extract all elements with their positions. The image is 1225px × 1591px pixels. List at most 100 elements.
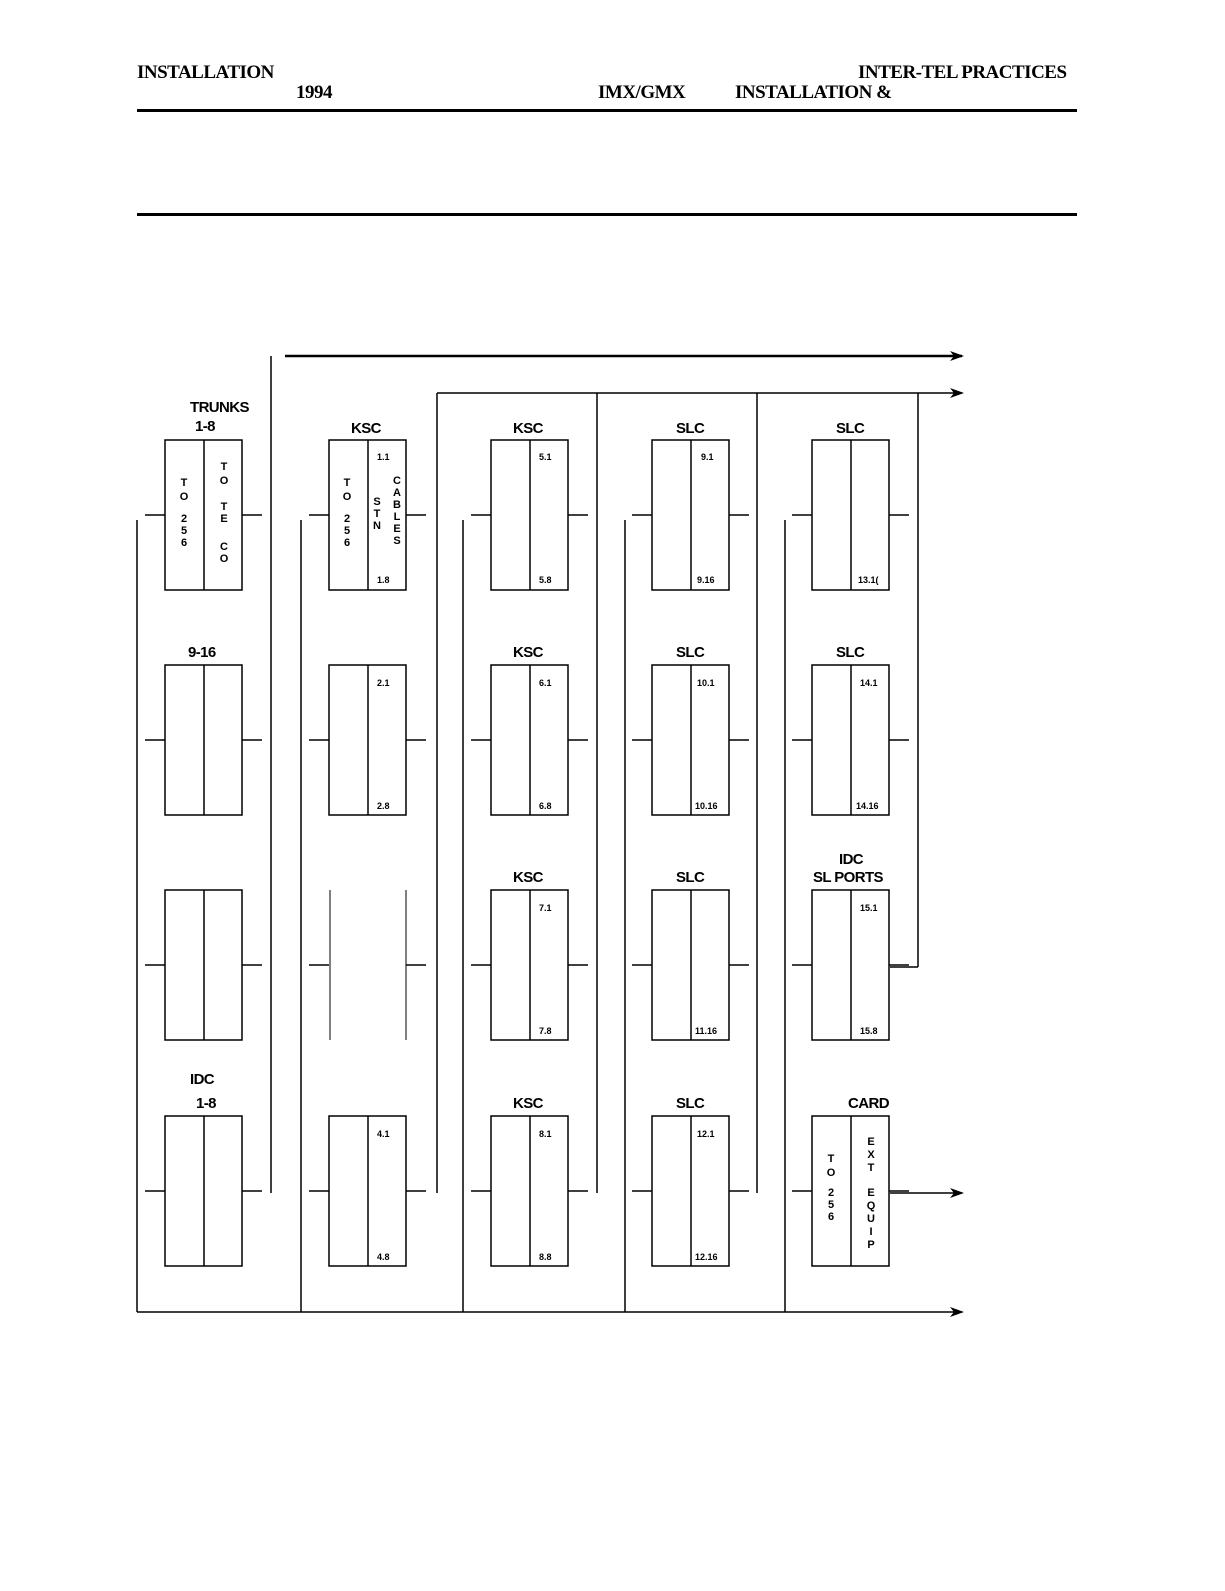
label-idc: IDC: [190, 1071, 215, 1088]
port-label: 11.16: [695, 1026, 717, 1036]
label-slc-d2: SLC: [836, 644, 865, 661]
to-telco-text: O: [220, 553, 229, 565]
label-ksc-b4: KSC: [513, 1095, 544, 1112]
port-label: 6.1: [539, 678, 552, 688]
to-256-text: 6: [828, 1211, 834, 1223]
slc-block: [792, 439, 909, 591]
ext-equip-text: X: [867, 1149, 875, 1161]
port-label: 2.8: [377, 801, 390, 811]
ext-equip-text: E: [867, 1136, 874, 1148]
slc-block: [792, 1115, 909, 1267]
label-slc-c4: SLC: [676, 1095, 705, 1112]
label-slc-c3: SLC: [676, 869, 705, 886]
label-idc-sl-bottom: SL PORTS: [813, 869, 884, 886]
port-label: 12.16: [695, 1252, 718, 1262]
slc-block: [632, 1115, 749, 1267]
label-card: CARD: [848, 1095, 890, 1112]
to-256-text: 6: [181, 537, 187, 549]
to-256-text: T: [828, 1153, 835, 1165]
trunk-block: [145, 889, 262, 1041]
port-label: 10.16: [695, 801, 718, 811]
port-label: 8.1: [539, 1129, 552, 1139]
header-left-top: INSTALLATION: [137, 62, 274, 83]
header-right-bottom: INSTALLATION &: [735, 82, 892, 103]
cables-text: L: [394, 511, 401, 523]
to-telco-text: T: [221, 501, 228, 513]
header-right-top: INTER-TEL PRACTICES: [858, 62, 1067, 83]
port-label: 14.16: [856, 801, 879, 811]
header-left-bottom: 1994: [296, 82, 333, 103]
to-256-text: 6: [344, 537, 350, 549]
label-slc-d1: SLC: [836, 420, 865, 437]
slc-block: [632, 889, 749, 1041]
to-256-text: T: [344, 477, 351, 489]
port-label: 12.1: [697, 1129, 715, 1139]
port-label: 7.1: [539, 903, 552, 913]
cables-text: C: [393, 475, 401, 487]
port-label: 6.8: [539, 801, 552, 811]
to-256-text: 5: [828, 1199, 834, 1211]
ext-equip-text: U: [867, 1213, 875, 1225]
port-label: 4.1: [377, 1129, 390, 1139]
to-256-text: 2: [181, 513, 187, 525]
ksc-block: [309, 889, 426, 1041]
port-label: 7.8: [539, 1026, 552, 1036]
stn-text: N: [373, 520, 381, 532]
port-label: 5.1: [539, 452, 552, 462]
label-ksc-a: KSC: [351, 420, 382, 437]
stn-text: T: [374, 508, 381, 520]
trunk-block: [145, 439, 262, 591]
cables-text: S: [393, 535, 400, 547]
label-idc-range: 1-8: [196, 1095, 216, 1112]
to-256-text: O: [180, 491, 189, 503]
ksc-block: [471, 439, 588, 591]
ext-equip-text: E: [867, 1187, 874, 1199]
to-256-text: 5: [181, 525, 187, 537]
port-label: 4.8: [377, 1252, 390, 1262]
port-label: 15.1: [860, 903, 878, 913]
ksc-block: [471, 664, 588, 816]
port-label: 1.1: [377, 452, 390, 462]
cables-text: E: [393, 523, 400, 535]
to-256-text: O: [827, 1167, 836, 1179]
to-256-text: 5: [344, 525, 350, 537]
slc-block: [632, 439, 749, 591]
port-label: 13.1(: [858, 575, 879, 585]
slc-block: [792, 889, 909, 1041]
cables-text: B: [393, 499, 401, 511]
trunk-block: [145, 664, 262, 816]
port-label: 14.1: [860, 678, 878, 688]
label-trunks-range-2: 9-16: [188, 644, 216, 661]
port-label: 10.1: [697, 678, 715, 688]
slc-block: [792, 664, 909, 816]
port-label: 9.1: [701, 452, 714, 462]
ext-equip-text: Q: [867, 1200, 876, 1212]
port-label: 8.8: [539, 1252, 552, 1262]
port-label: 1.8: [377, 575, 390, 585]
stn-text: S: [373, 496, 380, 508]
trunk-block: [145, 1115, 262, 1267]
port-label: 15.8: [860, 1026, 878, 1036]
cables-text: A: [393, 487, 401, 499]
slc-block: [632, 664, 749, 816]
to-telco-text: T: [221, 461, 228, 473]
ksc-block: [309, 439, 426, 591]
to-256-text: 2: [828, 1187, 834, 1199]
port-label: 2.1: [377, 678, 390, 688]
to-256-text: T: [181, 477, 188, 489]
label-ksc-b3: KSC: [513, 869, 544, 886]
label-ksc-b1: KSC: [513, 420, 544, 437]
label-slc-c2: SLC: [676, 644, 705, 661]
to-telco-text: C: [220, 541, 228, 553]
ksc-block: [309, 664, 426, 816]
header-center: IMX/GMX: [598, 82, 686, 103]
ext-equip-text: P: [867, 1239, 874, 1251]
label-slc-c1: SLC: [676, 420, 705, 437]
header-rule-top: [137, 109, 1077, 112]
to-256-text: O: [343, 491, 352, 503]
port-label: 9.16: [697, 575, 715, 585]
ksc-block: [471, 1115, 588, 1267]
ksc-block: [471, 889, 588, 1041]
label-ksc-b2: KSC: [513, 644, 544, 661]
